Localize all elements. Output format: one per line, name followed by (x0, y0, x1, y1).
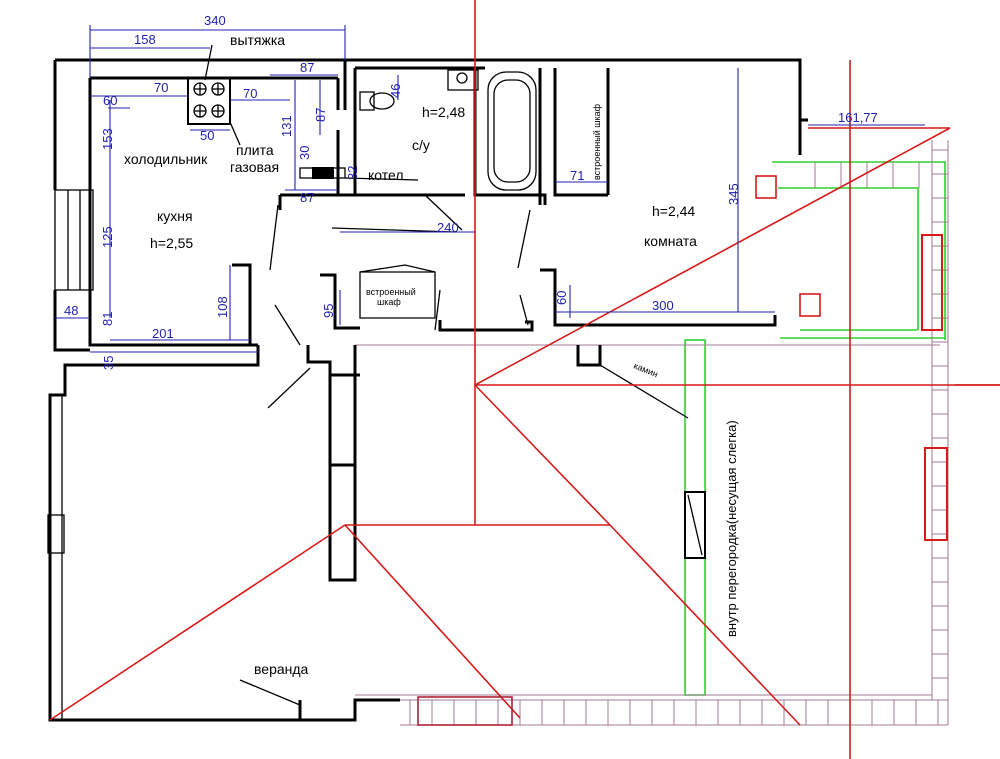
kitchen-height: h=2,55 (150, 235, 193, 251)
dim-70-right: 70 (243, 86, 257, 101)
dim-70-left: 70 (154, 80, 168, 95)
dimension-lines (55, 25, 925, 353)
dim-50: 50 (200, 128, 214, 143)
dim-125: 125 (100, 226, 115, 248)
hall-wardrobe-label-1: встроенный (366, 287, 416, 297)
dim-60-top: 60 (103, 93, 117, 108)
partition-label: внутр перегородка(несущая слегка) (724, 420, 739, 637)
hall-wardrobe-label-2: шкаф (377, 297, 401, 307)
red-overlay-lines (49, 0, 1000, 759)
dim-32: 32 (345, 166, 360, 180)
dim-60-bottom: 60 (554, 291, 569, 305)
hall-wardrobe (359, 264, 436, 319)
dim-240: 240 (437, 220, 459, 235)
room-height: h=2,44 (652, 203, 695, 219)
dim-95: 95 (321, 304, 336, 318)
hood-label: вытяжка (230, 32, 285, 48)
boiler-label: котел (368, 167, 404, 183)
fireplace-features (599, 364, 706, 559)
dim-87-vertical: 87 (313, 108, 328, 122)
dim-81: 81 (100, 312, 115, 326)
gas-stove (187, 44, 241, 146)
dim-340: 340 (204, 13, 226, 28)
dim-345: 345 (726, 183, 741, 205)
dim-87-top: 87 (300, 60, 314, 75)
dim-108: 108 (215, 296, 230, 318)
dim-153: 153 (100, 128, 115, 150)
dim-71: 71 (570, 168, 584, 183)
bath-height: h=2,48 (422, 104, 465, 120)
fridge-label: холодильник (124, 151, 208, 167)
dim-46: 46 (388, 84, 403, 98)
door-swings (239, 194, 531, 706)
kitchen-label: кухня (157, 208, 193, 224)
dim-201: 201 (152, 326, 174, 341)
dim-300: 300 (652, 298, 674, 313)
dim-87-bottom: 87 (300, 190, 314, 205)
dim-48: 48 (64, 303, 78, 318)
dim-131: 131 (279, 115, 294, 137)
dim-158: 158 (134, 32, 156, 47)
stove-label-1: плита (236, 142, 274, 158)
fireplace-label: камин (632, 361, 659, 380)
dim-30: 30 (297, 146, 312, 160)
bath-label: с/у (412, 137, 430, 153)
wardrobe-label: встроенный шкаф (592, 103, 602, 180)
bath-fixtures (299, 69, 537, 191)
dim-35: 35 (101, 356, 116, 370)
veranda-label: веранда (254, 661, 309, 677)
stove-label-2: газовая (230, 159, 279, 175)
room-label: комната (644, 233, 697, 249)
dim-161-77: 161,77 (838, 110, 878, 125)
veranda-tile-edge (355, 140, 949, 726)
